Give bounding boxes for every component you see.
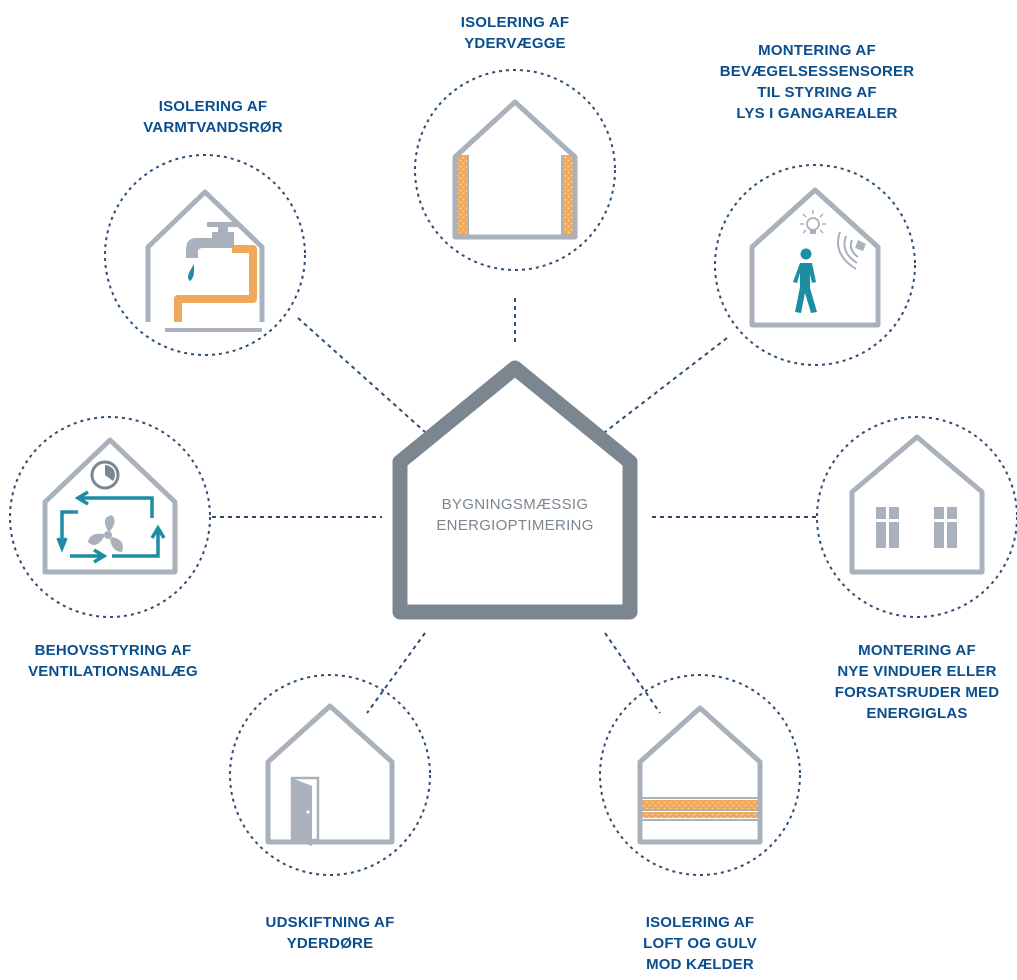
label-walls: ISOLERING AF YDERVÆGGE	[415, 12, 615, 54]
center-title: BYGNINGSMÆSSIG ENERGIOPTIMERING	[415, 494, 615, 536]
center-title-line2: ENERGIOPTIMERING	[436, 517, 594, 534]
floor-insulation-icon	[637, 705, 763, 845]
label-windows-line4: ENERGIGLAS	[866, 705, 968, 722]
windows-icon	[849, 434, 985, 575]
circle-floors	[599, 674, 801, 876]
label-walls-line2: YDERVÆGGE	[464, 35, 566, 52]
connector-pipes	[297, 317, 426, 433]
label-ventilation: BEHOVSSTYRING AF VENTILATIONSANLÆG	[8, 640, 218, 682]
label-pipes: ISOLERING AF VARMTVANDSRØR	[113, 96, 313, 138]
label-sensors-line2: BEVÆGELSESSENSORER	[719, 63, 915, 80]
label-doors-line1: UDSKIFTNING AF	[265, 914, 395, 931]
label-ventilation-line2: VENTILATIONSANLÆG	[28, 663, 198, 680]
ventilation-fan-icon	[42, 437, 178, 575]
label-sensors-line3: TIL STYRING AF	[757, 84, 877, 101]
label-floors-line1: ISOLERING AF	[645, 914, 755, 931]
label-floors-line3: MOD KÆLDER	[646, 956, 754, 973]
circle-windows	[816, 416, 1017, 618]
connector-doors	[366, 632, 426, 714]
circle-doors	[229, 674, 431, 876]
center-title-line1: BYGNINGSMÆSSIG	[441, 496, 589, 513]
label-windows-line1: MONTERING AF	[858, 642, 976, 659]
faucet-pipe-icon	[145, 189, 265, 332]
label-doors: UDSKIFTNING AF YDERDØRE	[235, 912, 425, 954]
label-ventilation-line1: BEHOVSSTYRING AF	[34, 642, 192, 659]
label-sensors-line1: MONTERING AF	[758, 42, 876, 59]
label-windows: MONTERING AF NYE VINDUER ELLER FORSATSRU…	[817, 640, 1017, 724]
door-icon	[265, 703, 395, 846]
label-doors-line2: YDERDØRE	[286, 935, 374, 952]
label-walls-line1: ISOLERING AF	[460, 14, 570, 31]
label-sensors: MONTERING AF BEVÆGELSESSENSORER TIL STYR…	[707, 40, 927, 124]
circle-ventilation	[9, 416, 211, 618]
motion-sensor-icon	[749, 187, 881, 328]
measure-circles	[9, 69, 1017, 876]
insulated-walls-icon	[452, 99, 578, 240]
label-windows-line2: NYE VINDUER ELLER	[837, 663, 997, 680]
circle-sensors	[714, 164, 916, 366]
label-pipes-line1: ISOLERING AF	[158, 98, 268, 115]
center-house-icon	[392, 360, 638, 620]
label-pipes-line2: VARMTVANDSRØR	[143, 119, 283, 136]
circle-walls	[414, 69, 616, 271]
label-floors: ISOLERING AF LOFT OG GULV MOD KÆLDER	[610, 912, 790, 975]
label-sensors-line4: LYS I GANGAREALER	[736, 105, 898, 122]
connector-floors	[604, 632, 661, 714]
connector-lines	[212, 298, 818, 714]
connector-sensors	[604, 337, 728, 433]
label-windows-line3: FORSATSRUDER MED	[834, 684, 1000, 701]
label-floors-line2: LOFT OG GULV	[643, 935, 757, 952]
circle-pipes	[104, 154, 306, 356]
